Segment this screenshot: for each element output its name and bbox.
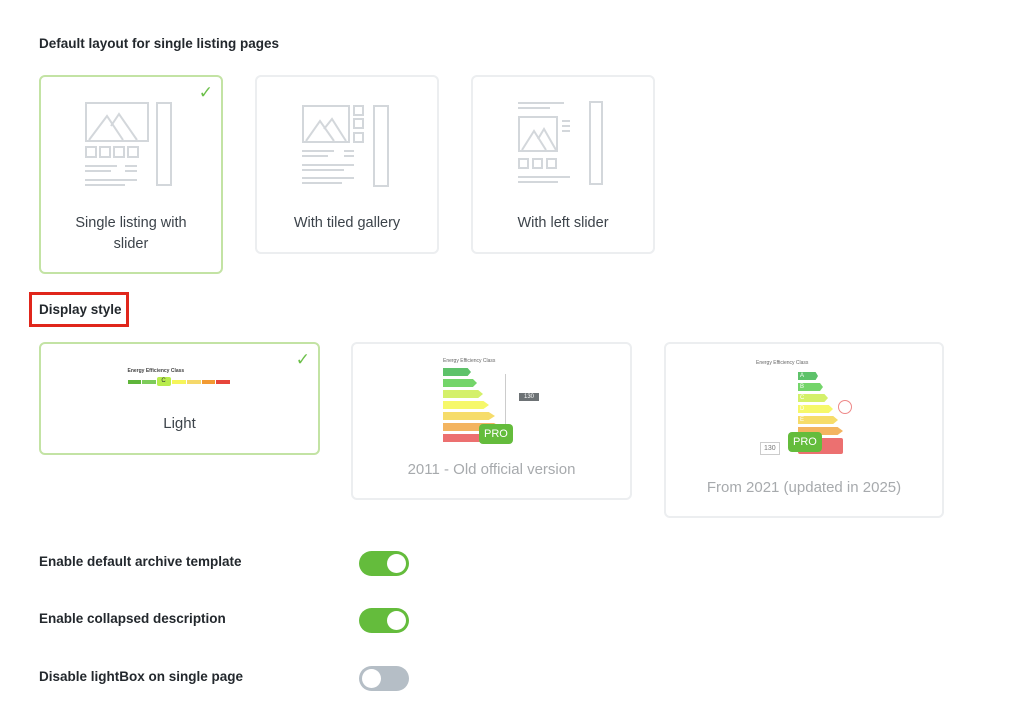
light-preview: Energy Efficiency Class C (127, 368, 232, 386)
layout-option-label: With left slider (517, 215, 609, 231)
display-option-label: Light (163, 415, 196, 432)
setting-label: Enable collapsed description (39, 611, 226, 626)
layout-left-slider-icon (518, 101, 603, 185)
energy-2021-preview: Energy Efficiency Class A B C D E 130 PR… (756, 360, 866, 460)
display-option-light[interactable]: ✓ Energy Efficiency Class C Light (39, 342, 320, 455)
check-icon: ✓ (198, 83, 213, 102)
display-option-2021[interactable]: Energy Efficiency Class A B C D E 130 PR… (664, 342, 944, 518)
pro-badge: PRO (788, 432, 822, 452)
archive-template-toggle[interactable] (359, 551, 409, 576)
toggle-knob (387, 611, 406, 630)
layout-tiled-icon (302, 105, 389, 187)
toggle-knob (387, 554, 406, 573)
toggle-knob (362, 669, 381, 688)
layout-option-left-slider[interactable]: With left slider (471, 75, 655, 254)
highlight-box (29, 292, 129, 327)
collapsed-description-toggle[interactable] (359, 608, 409, 633)
class-marker: C (156, 377, 171, 386)
pro-badge: PRO (479, 424, 513, 444)
layout-option-label: Single listing with slider (75, 215, 187, 252)
value-box: 130 (760, 442, 780, 455)
setting-label: Enable default archive template (39, 554, 242, 569)
display-option-2011[interactable]: Energy Efficiency Class 130 PRO 2011 - O… (351, 342, 632, 500)
layout-option-slider[interactable]: ✓ Single listing with slider (39, 75, 223, 274)
setting-label: Disable lightBox on single page (39, 669, 244, 684)
layout-section-title: Default layout for single listing pages (39, 36, 280, 51)
layout-option-label: With tiled gallery (293, 215, 401, 231)
energy-2011-preview: Energy Efficiency Class 130 PRO (443, 358, 543, 444)
display-section-title: Display style (39, 302, 122, 317)
disable-lightbox-toggle[interactable] (359, 666, 409, 691)
layout-option-tiled[interactable]: With tiled gallery (255, 75, 439, 254)
check-icon: ✓ (295, 350, 310, 369)
value-tag: 130 (519, 393, 540, 401)
display-option-label: 2011 - Old official version (407, 461, 576, 478)
display-option-label: From 2021 (updated in 2025) (706, 479, 902, 496)
layout-slider-icon (85, 102, 172, 186)
